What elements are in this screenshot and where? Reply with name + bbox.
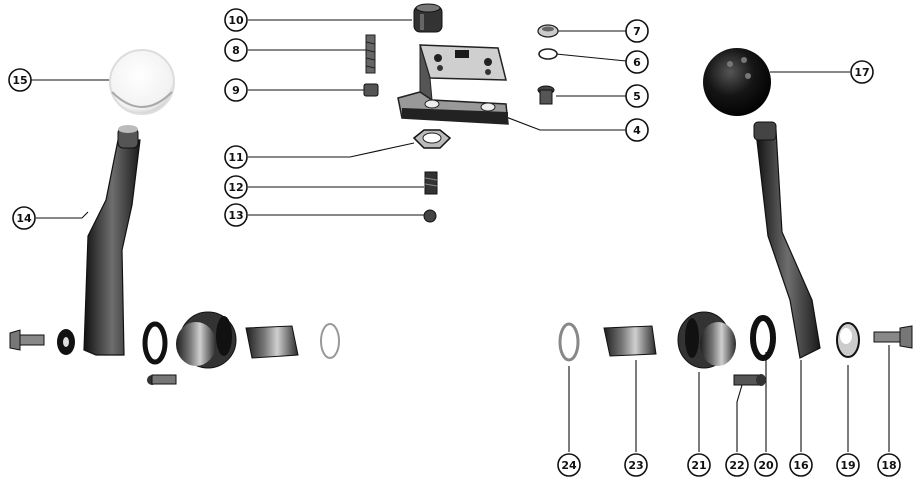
hub-left-part — [176, 311, 237, 369]
pin-22-part — [733, 374, 766, 386]
washer-6-part — [538, 48, 558, 60]
washer-left-2-part — [320, 323, 340, 359]
stud-8-part — [365, 34, 376, 74]
nut-11-part — [412, 129, 452, 149]
callout-12: 12 — [224, 175, 248, 199]
svg-text:10: 10 — [228, 14, 244, 27]
callout-20: 20 — [754, 453, 778, 477]
sleeve-left-part — [245, 325, 299, 359]
screw-left-part — [9, 329, 45, 351]
nut-7-part — [537, 24, 559, 38]
callout-22: 22 — [725, 453, 749, 477]
svg-text:24: 24 — [561, 459, 577, 472]
leader-lines — [30, 19, 890, 452]
callout-13: 13 — [224, 203, 248, 227]
svg-text:12: 12 — [228, 181, 243, 194]
svg-text:4: 4 — [633, 124, 641, 137]
sleeve-23-part — [603, 325, 657, 357]
ring-20-part — [750, 315, 776, 361]
svg-text:20: 20 — [758, 459, 774, 472]
svg-text:18: 18 — [881, 459, 896, 472]
callout-10: 10 — [224, 8, 248, 32]
set-screw-12-part — [424, 171, 438, 195]
washer-left-part — [57, 329, 75, 355]
hub-21-part — [677, 311, 736, 369]
washer-24-part — [558, 322, 580, 362]
svg-text:8: 8 — [232, 44, 240, 57]
svg-text:21: 21 — [691, 459, 706, 472]
callout-7: 7 — [625, 19, 649, 43]
pin-left-part — [147, 374, 177, 385]
svg-text:7: 7 — [633, 25, 641, 38]
callout-19: 19 — [836, 453, 860, 477]
svg-text:22: 22 — [729, 459, 744, 472]
svg-text:15: 15 — [12, 74, 27, 87]
callout-21: 21 — [687, 453, 711, 477]
ball-17-part — [703, 48, 771, 116]
callout-9: 9 — [224, 78, 248, 102]
leader-14 — [36, 211, 89, 219]
svg-text:9: 9 — [232, 84, 240, 97]
cap-19-part — [836, 322, 860, 358]
svg-text:5: 5 — [633, 90, 641, 103]
block-9-part — [363, 83, 379, 97]
handle-14-part — [83, 125, 141, 356]
leader-6 — [555, 53, 627, 62]
screw-18-part — [873, 325, 913, 349]
callout-6: 6 — [625, 50, 649, 74]
svg-text:16: 16 — [793, 459, 809, 472]
callout-14: 14 — [12, 206, 36, 230]
svg-text:19: 19 — [840, 459, 855, 472]
svg-text:14: 14 — [16, 212, 32, 225]
svg-text:17: 17 — [854, 66, 869, 79]
callout-17: 17 — [850, 60, 874, 84]
callout-15: 15 — [8, 68, 32, 92]
callout-11: 11 — [224, 145, 248, 169]
knob-cap-part — [413, 3, 443, 33]
bracket-part — [397, 44, 509, 125]
leader-22 — [736, 384, 743, 452]
callout-5: 5 — [625, 84, 649, 108]
callout-24: 24 — [557, 453, 581, 477]
callout-23: 23 — [624, 453, 648, 477]
leader-11 — [248, 142, 415, 158]
callout-4: 4 — [625, 118, 649, 142]
callouts: 10 8 9 7 6 5 4 17 15 11 12 13 14 24 23 2… — [8, 8, 901, 477]
ring-left-part — [142, 321, 168, 365]
svg-text:6: 6 — [633, 56, 641, 69]
svg-text:11: 11 — [228, 151, 243, 164]
callout-8: 8 — [224, 38, 248, 62]
svg-text:13: 13 — [228, 209, 243, 222]
callout-16: 16 — [789, 453, 813, 477]
leader-4 — [505, 116, 626, 131]
screw-5-part — [537, 85, 555, 105]
cup-15-part — [109, 49, 175, 115]
callout-18: 18 — [877, 453, 901, 477]
svg-text:23: 23 — [628, 459, 643, 472]
handle-16-part — [753, 121, 821, 359]
ball-13-part — [423, 209, 437, 223]
